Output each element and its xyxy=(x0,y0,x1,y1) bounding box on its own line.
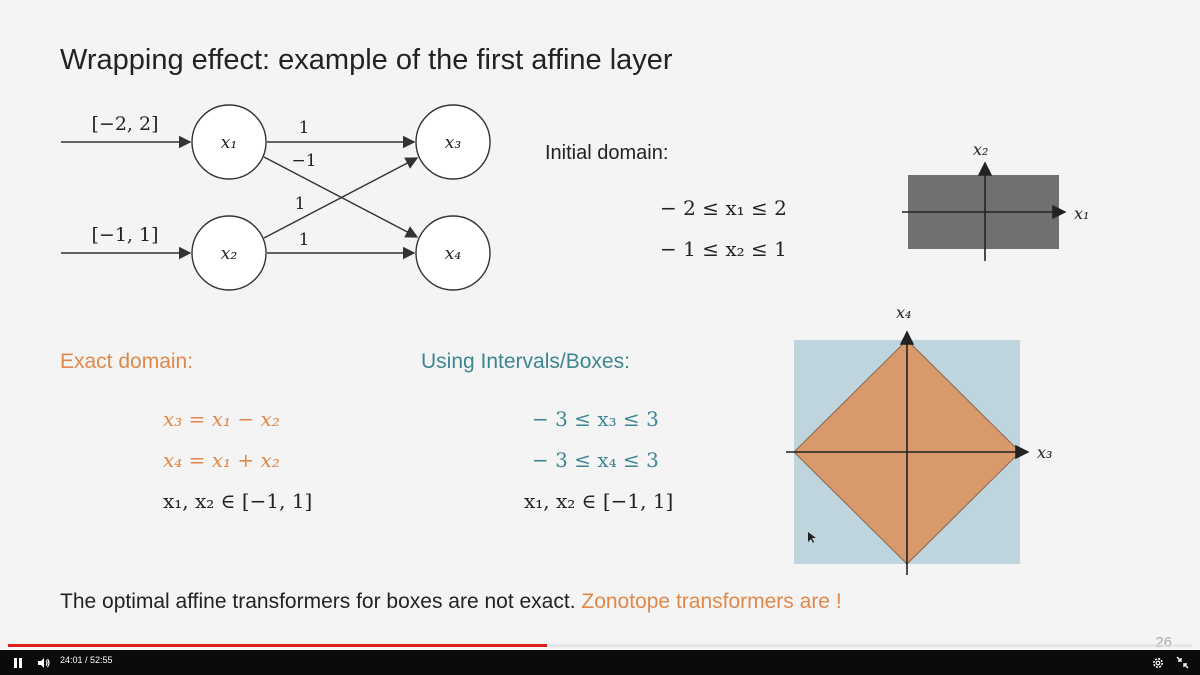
mouse-cursor-icon xyxy=(808,532,816,543)
edge-x1-x4 xyxy=(263,156,419,238)
x1-axis-label: x₁ xyxy=(1074,204,1089,223)
weight-x1-x4: −1 xyxy=(291,151,316,171)
exact-domain-input-range: x₁, x₂ ∈ [−1, 1] xyxy=(163,489,313,513)
progress-bar[interactable] xyxy=(8,644,1192,647)
settings-button[interactable] xyxy=(1148,650,1168,675)
volume-icon xyxy=(38,657,50,668)
initial-domain-label: Initial domain: xyxy=(545,142,669,164)
weight-x1-x3: 1 xyxy=(299,118,310,138)
initial-domain-x1-range: − 2 ≤ x₁ ≤ 2 xyxy=(660,196,787,220)
progress-fill xyxy=(8,644,547,647)
video-player-controls: 24:01 / 52:55 xyxy=(0,640,1200,675)
initial-domain-plot: x₁ x₂ xyxy=(902,140,1089,261)
node-x2-label: x₂ xyxy=(221,244,238,264)
time-display: 24:01 / 52:55 xyxy=(60,655,113,665)
x4-axis-label: x₄ xyxy=(896,303,911,322)
x3-axis-label: x₃ xyxy=(1037,443,1052,462)
footer-statement: The optimal affine transformers for boxe… xyxy=(60,590,576,613)
network-diagram: x₁ x₂ x₃ x₄ [−2, 2] [−1, 1] 1 −1 1 1 xyxy=(61,104,491,291)
intervals-input-range: x₁, x₂ ∈ [−1, 1] xyxy=(524,489,674,513)
exit-fullscreen-button[interactable] xyxy=(1172,650,1192,675)
initial-domain-x2-range: − 1 ≤ x₂ ≤ 1 xyxy=(660,237,787,261)
exact-domain-x4-eq: x₄ = x₁ + x₂ xyxy=(163,448,280,472)
input-interval-2: [−1, 1] xyxy=(91,224,158,246)
intervals-x3-range: − 3 ≤ x₃ ≤ 3 xyxy=(532,407,659,431)
slide-title: Wrapping effect: example of the first af… xyxy=(60,44,673,76)
pause-button[interactable] xyxy=(8,650,28,675)
exact-domain-x3-eq: x₃ = x₁ − x₂ xyxy=(163,407,280,431)
edge-x2-x3 xyxy=(263,157,419,239)
intervals-x4-range: − 3 ≤ x₄ ≤ 3 xyxy=(532,448,659,472)
weight-x2-x4: 1 xyxy=(299,230,310,250)
control-bar: 24:01 / 52:55 xyxy=(0,650,1200,675)
output-domain-plot: x₃ x₄ xyxy=(786,303,1052,575)
node-x2 xyxy=(191,215,267,291)
volume-button[interactable] xyxy=(34,650,54,675)
intervals-label: Using Intervals/Boxes: xyxy=(421,350,630,373)
input-interval-1: [−2, 2] xyxy=(91,113,158,135)
node-x3 xyxy=(415,104,491,180)
exact-domain-label: Exact domain: xyxy=(60,350,194,373)
x2-axis-label: x₂ xyxy=(973,140,988,159)
settings-gear-icon xyxy=(1153,657,1163,668)
exit-fullscreen-icon xyxy=(1176,656,1188,669)
node-x1 xyxy=(191,104,267,180)
pause-icon xyxy=(14,657,22,668)
node-x4-label: x₄ xyxy=(445,244,462,264)
node-x3-label: x₃ xyxy=(445,133,462,153)
footer-text: The optimal affine transformers for boxe… xyxy=(60,590,842,614)
weight-x2-x3: 1 xyxy=(295,194,306,214)
node-x4 xyxy=(415,215,491,291)
node-x1-label: x₁ xyxy=(221,133,237,153)
footer-highlight: Zonotope transformers are ! xyxy=(581,590,842,613)
